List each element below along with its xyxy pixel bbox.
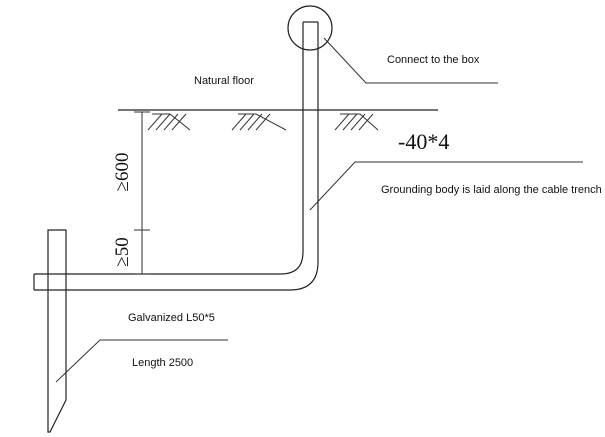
natural-floor-label: Natural floor: [194, 75, 254, 87]
flat-steel-conductor-outer: [34, 22, 304, 275]
length-label: Length 2500: [132, 357, 193, 369]
depth-dimension: [134, 111, 150, 275]
connect-box-label: Connect to the box: [387, 54, 480, 66]
grounding-body-leader: [309, 161, 583, 211]
depth-dimension-label: ≥600: [112, 153, 133, 192]
galvanized-label: Galvanized L50*5: [128, 312, 215, 324]
connect-box-leader: [323, 37, 498, 84]
galvanized-angle-steel-electrode: [47, 229, 67, 433]
offset-dimension-label: ≥50: [112, 237, 133, 266]
soil-hatching: [147, 113, 379, 131]
box-connection-circle: [287, 5, 333, 51]
grounding-body-label: Grounding body is laid along the cable t…: [381, 184, 602, 196]
flat-steel-conductor-inner: [34, 22, 319, 291]
flat-steel-spec-label: -40*4: [398, 129, 449, 154]
electrode-leader: [55, 339, 228, 383]
